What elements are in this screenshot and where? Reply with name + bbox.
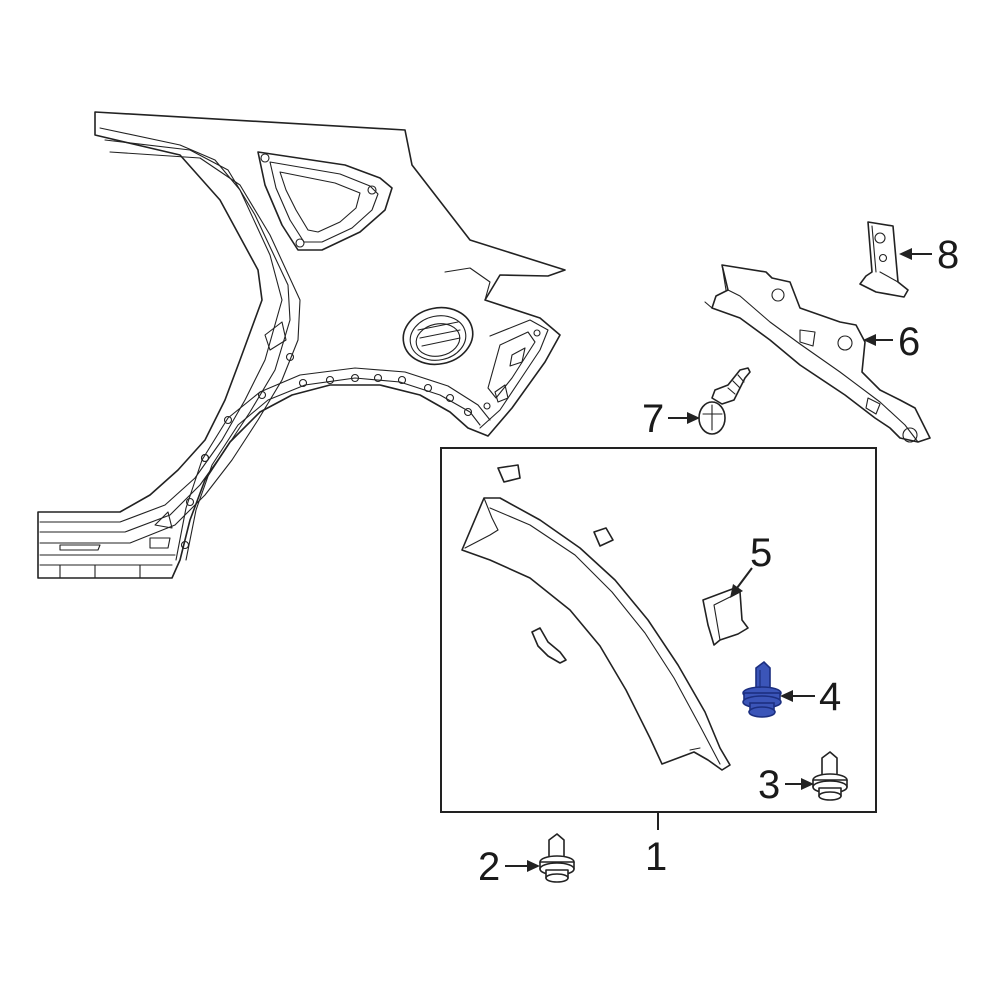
callout-number-4: 4 <box>819 675 841 719</box>
retainer-bracket-part-6 <box>704 264 931 443</box>
callout-number-6: 6 <box>898 320 920 364</box>
screw-part-7 <box>698 367 751 435</box>
quarter-panel-drawing <box>37 111 566 579</box>
callout-number-7: 7 <box>642 397 664 441</box>
wheel-opening-molding-part-1 <box>461 464 731 771</box>
callout-number-2: 2 <box>478 845 500 889</box>
callout-3-arrow <box>785 778 814 790</box>
bracket-part-8 <box>859 221 909 298</box>
push-clip-part-3 <box>812 751 848 801</box>
callout-7-arrow <box>668 412 700 424</box>
callout-number-1: 1 <box>645 835 667 879</box>
callout-number-5: 5 <box>750 531 772 575</box>
callout-5-arrow <box>730 567 753 598</box>
callout-8-arrow <box>899 248 932 260</box>
callout-number-8: 8 <box>937 233 959 277</box>
push-clip-part-2 <box>539 833 575 883</box>
callout-number-3: 3 <box>758 763 780 807</box>
callout-2-arrow <box>505 860 540 872</box>
callout-4-arrow <box>780 690 815 702</box>
callout-6-arrow <box>863 334 893 346</box>
clip-part-5 <box>702 587 749 646</box>
push-clip-part-4-highlighted <box>742 660 782 718</box>
